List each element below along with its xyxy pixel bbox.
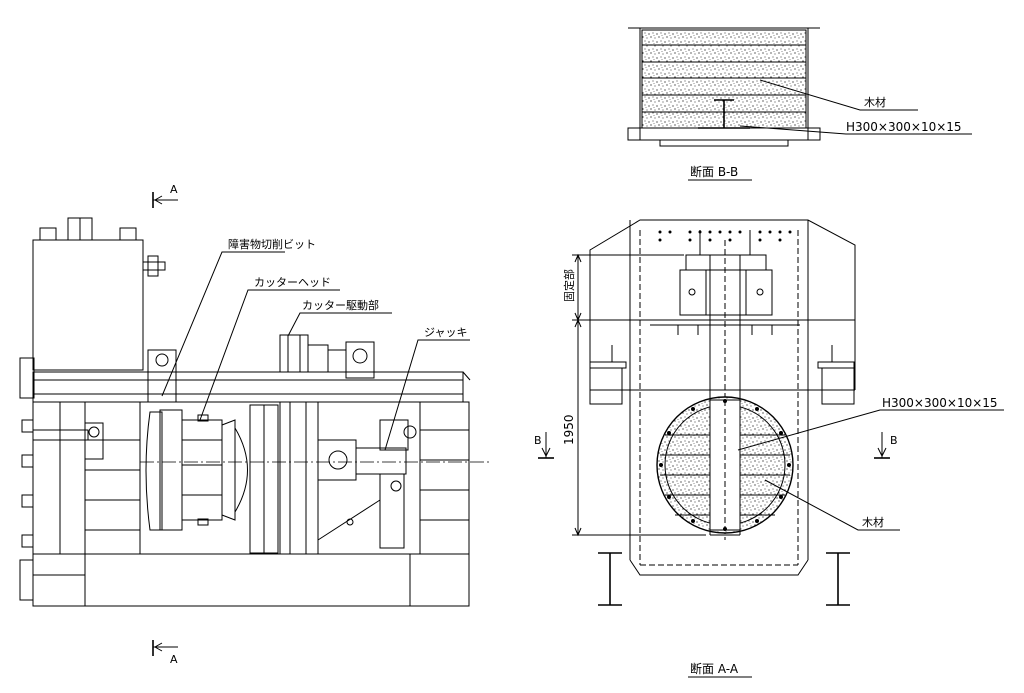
main-beam (32, 371, 464, 403)
base-frame (32, 553, 470, 607)
i-beam-left (598, 552, 622, 606)
label-cutter-head: カッターヘッド (254, 276, 331, 289)
section-bb: 木材 H300×300×10×15 断面 B-B (627, 27, 972, 181)
title-section-aa: 断面 A-A (690, 661, 739, 676)
section-mark-b-left: B (534, 432, 554, 459)
cutter-head (145, 404, 279, 554)
label-dim-1950: 1950 (562, 414, 576, 445)
side-view: A A (19, 183, 490, 666)
label-fixed-part: 固定部 (562, 269, 576, 302)
section-mark-a-top: A (152, 183, 178, 208)
title-section-bb: 断面 B-B (690, 164, 738, 179)
label-hbeam-bb: H300×300×10×15 (846, 120, 962, 134)
cutter-drive-unit (279, 334, 375, 379)
perforation-row (658, 230, 792, 242)
section-aa: 固定部 1950 B B H300×300×10×15 木材 断面 A-A (534, 219, 1004, 678)
label-wood-aa: 木材 (862, 515, 884, 529)
section-a-top-label: A (170, 183, 178, 196)
section-mark-b-right: B (874, 432, 898, 459)
section-a-bottom-label: A (170, 653, 178, 666)
section-b-right-label: B (890, 434, 898, 447)
label-hbeam-aa: H300×300×10×15 (882, 396, 998, 410)
bolt-ring (659, 399, 791, 531)
section-mark-a-bottom: A (152, 640, 178, 666)
label-jack: ジャッキ (424, 326, 467, 339)
label-cutter-drive: カッター駆動部 (302, 298, 379, 312)
jack-assembly (317, 419, 417, 549)
label-wood-bb: 木材 (864, 95, 886, 109)
upper-housing (32, 239, 144, 371)
section-b-left-label: B (534, 434, 542, 447)
label-obstacle-bit: 障害物切削ビット (228, 237, 316, 251)
i-beam-right (826, 552, 850, 606)
